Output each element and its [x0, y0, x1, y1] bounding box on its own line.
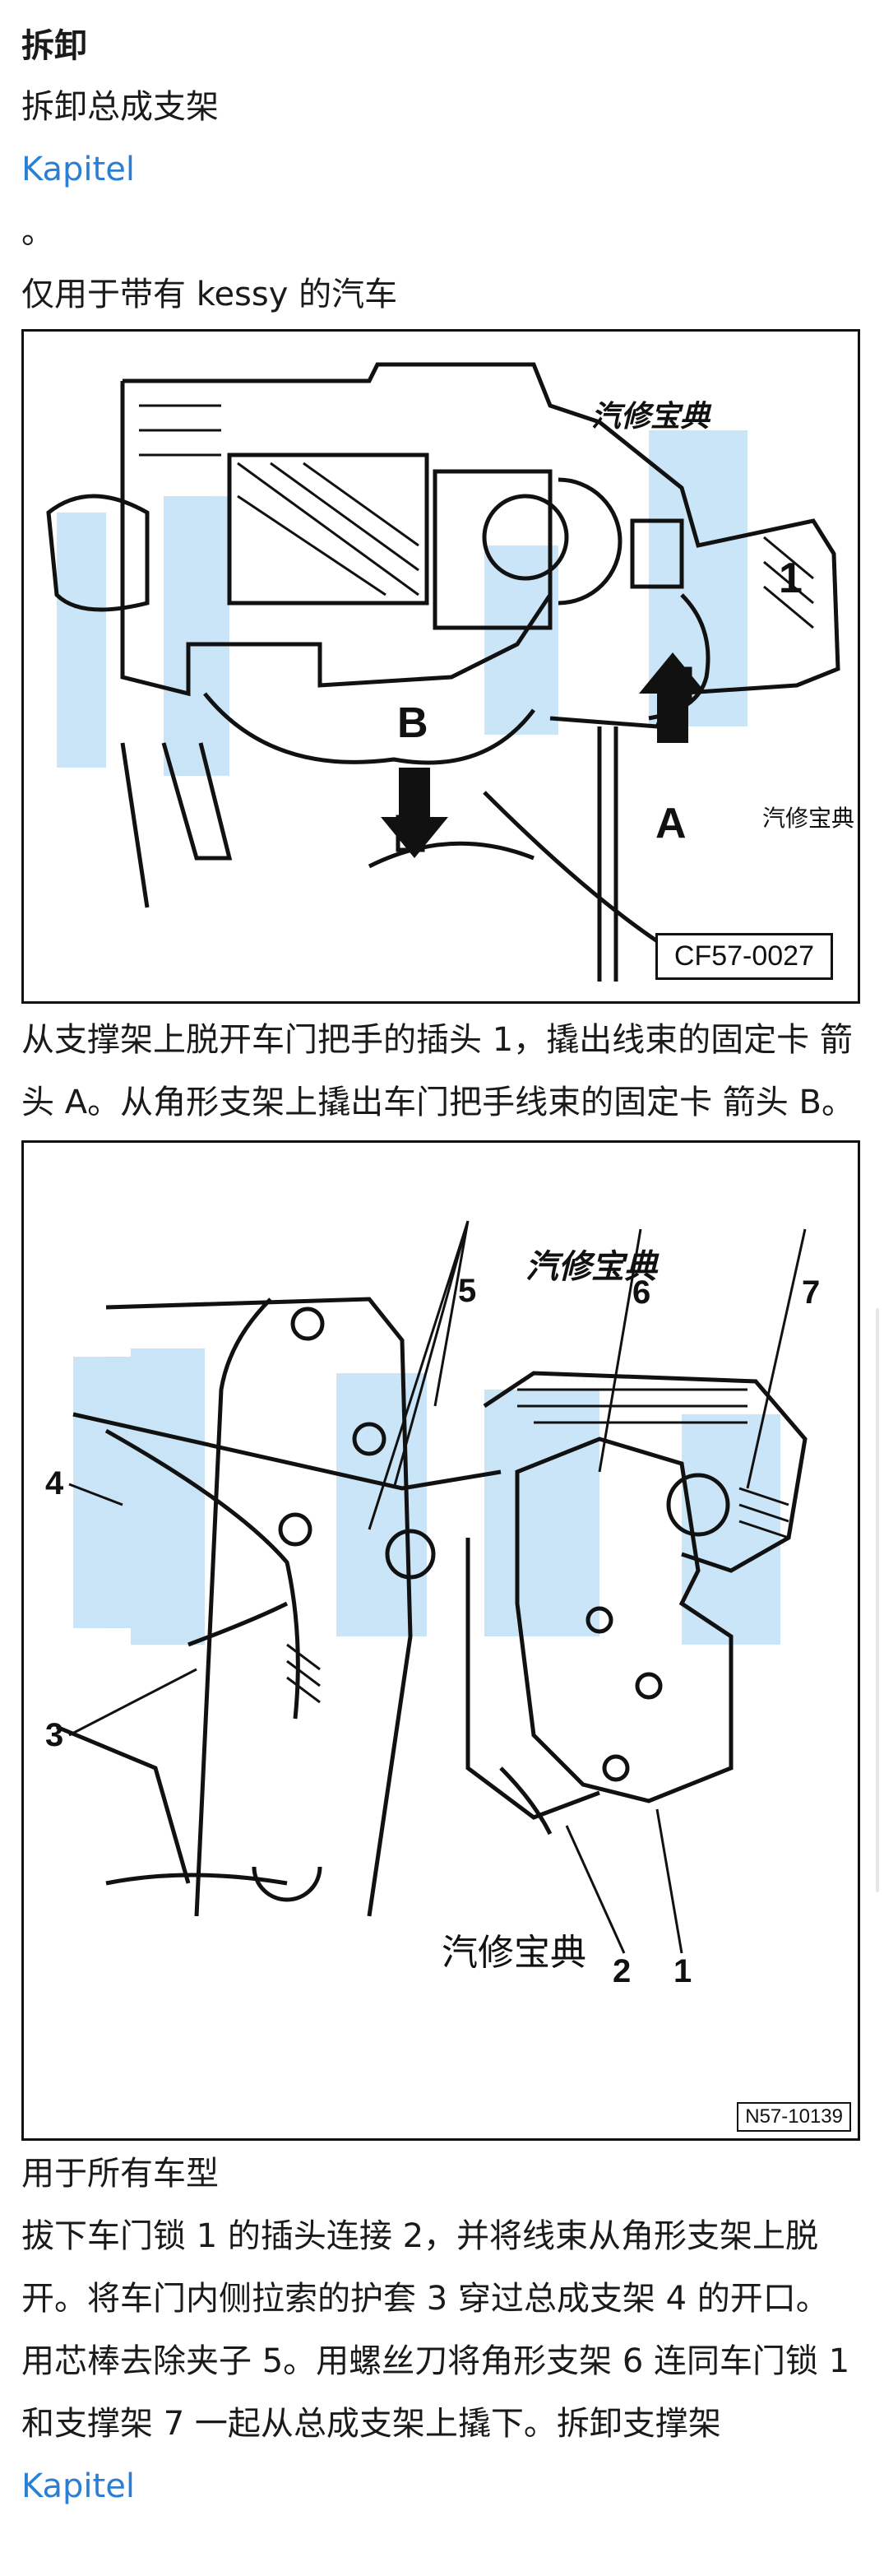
section-title: 拆卸总成支架 — [21, 88, 219, 126]
callout-1: 1 — [779, 555, 803, 602]
figure1-drawing — [46, 362, 840, 982]
chapter-link-top[interactable]: Kapitel — [21, 151, 135, 188]
bracket-hatching — [139, 404, 814, 629]
watermark-blue-shapes — [73, 1348, 780, 1645]
figure-code: N57-10139 — [737, 2102, 851, 2132]
figure-door-lock-assembly: 1 2 3 4 5 6 7 汽修宝典 汽修宝典 N57-10139 — [21, 1140, 860, 2141]
watermark-script: 汽修宝典 — [525, 1248, 657, 1286]
callout-7: 7 — [802, 1274, 821, 1311]
callout-2: 2 — [613, 1953, 632, 1989]
instruction-paragraph-1: 从支撑架上脱开车门把手的插头 1，撬出线束的固定卡 箭头 A。从角形支架上撬出车… — [21, 1021, 854, 1121]
chapter-link-bottom[interactable]: Kapitel — [21, 2467, 135, 2505]
instruction-paragraph-2: 拔下车门锁 1 的插头连接 2，并将线束从角形支架上脱开。将车门内侧拉索的护套 … — [21, 2217, 850, 2443]
figure-code: CF57-0027 — [655, 933, 833, 980]
callout-A: A — [655, 800, 687, 847]
callout-3: 3 — [45, 1717, 64, 1753]
watermark-text: 汽修宝典 — [442, 1932, 586, 1974]
figure2-drawing — [56, 1220, 808, 1954]
watermark-script: 汽修宝典 — [591, 400, 710, 434]
callout-6: 6 — [632, 1274, 651, 1311]
arrow-B — [381, 768, 448, 858]
applies-kessy-note: 仅用于带有 kessy 的汽车 — [21, 276, 398, 313]
document-page: 拆卸 拆卸总成支架 Kapitel 。 仅用于带有 kessy 的汽车 — [21, 0, 860, 2518]
callout-B: B — [397, 699, 428, 747]
applies-all-note: 用于所有车型 — [21, 2155, 219, 2193]
punctuation-dot: 。 — [21, 213, 54, 251]
callout-1: 1 — [673, 1953, 692, 1989]
arrow-A — [639, 652, 706, 743]
callout-leaders — [68, 1220, 807, 1954]
watermark-text: 汽修宝典 — [762, 805, 855, 832]
section-heading: 拆卸 — [21, 27, 87, 65]
figure-door-handle-connector: 1 A B 汽修宝典 汽修宝典 CF57-0027 — [21, 329, 860, 1004]
handle-bracket-lines — [46, 362, 840, 982]
callout-5: 5 — [458, 1273, 477, 1309]
scrollbar-track[interactable] — [876, 1308, 879, 1892]
callout-4: 4 — [45, 1465, 64, 1502]
assembly-hatching — [286, 1388, 789, 1704]
assembly-outlines — [56, 1297, 808, 1917]
